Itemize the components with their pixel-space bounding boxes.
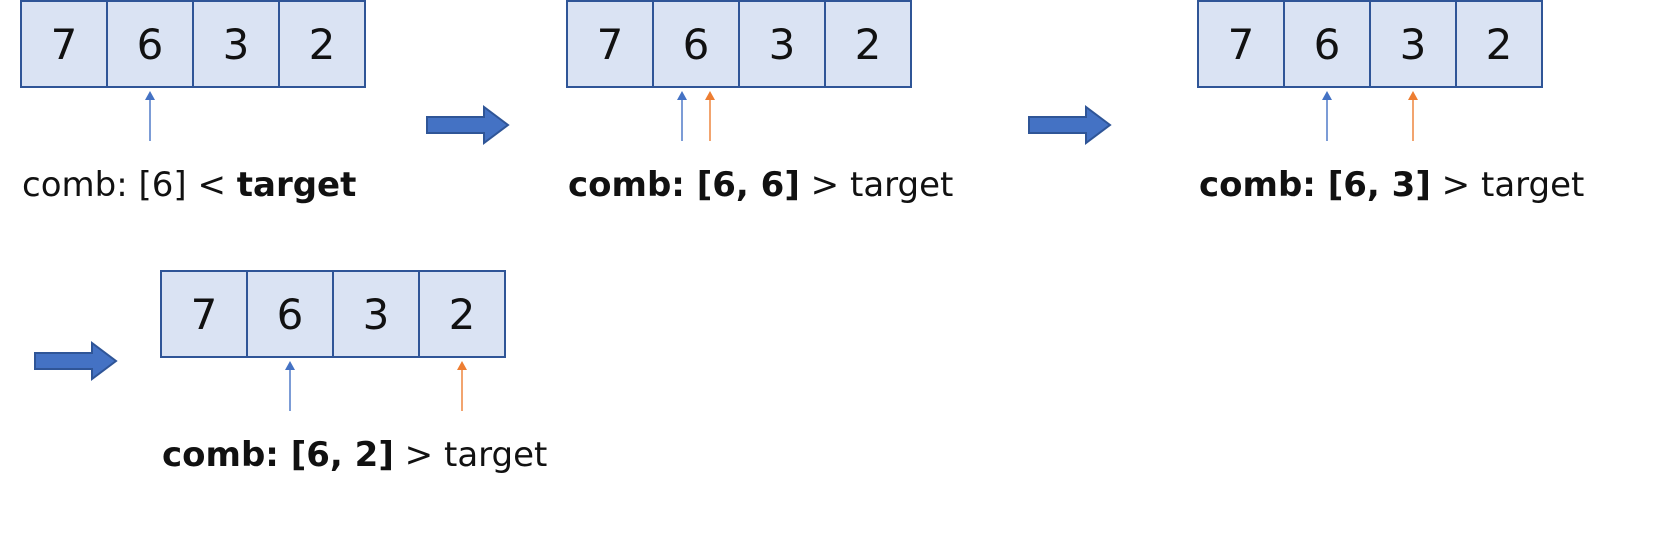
array-cell: 7: [20, 0, 108, 88]
array-cell: 2: [278, 0, 366, 88]
flow-arrow-icon: [34, 341, 118, 381]
caption-suffix: target: [443, 435, 548, 475]
array-cell: 2: [1455, 0, 1543, 88]
array-cells: 7 6 3 2: [1197, 0, 1543, 88]
pointer-arrow-orange-icon: [704, 90, 716, 142]
array-cell: 7: [566, 0, 654, 88]
array-cell: 2: [418, 270, 506, 358]
step-caption: comb: [6, 3] > target: [1199, 168, 1584, 202]
caption-prefix: comb: [6]: [22, 165, 187, 205]
caption-operator: <: [197, 165, 226, 205]
step-caption: comb: [6, 6] > target: [568, 168, 953, 202]
array-cell: 3: [1369, 0, 1457, 88]
caption-prefix: comb: [6, 6]: [568, 165, 800, 205]
caption-prefix: comb: [6, 2]: [162, 435, 394, 475]
array-cells: 7 6 3 2: [160, 270, 506, 358]
caption-suffix: target: [236, 165, 357, 205]
pointer-arrow-blue-icon: [676, 90, 688, 142]
step-caption: comb: [6, 2] > target: [162, 438, 547, 472]
array-cells: 7 6 3 2: [20, 0, 366, 88]
array-cell: 2: [824, 0, 912, 88]
array-cell: 3: [738, 0, 826, 88]
pointer-arrow-blue-icon: [144, 90, 156, 142]
array-cell: 3: [192, 0, 280, 88]
step-1: 7 6 3 2 comb: [6] < target: [20, 0, 380, 210]
array-cell: 7: [1197, 0, 1285, 88]
array-cell: 6: [106, 0, 194, 88]
step-4: 7 6 3 2 comb: [6, 2] > target: [160, 270, 547, 480]
pointer-arrow-orange-icon: [456, 360, 468, 412]
array-cell: 6: [1283, 0, 1371, 88]
array-cell: 6: [246, 270, 334, 358]
pointer-arrow-orange-icon: [1407, 90, 1419, 142]
array-cell: 7: [160, 270, 248, 358]
caption-operator: >: [810, 165, 840, 205]
array-cell: 3: [332, 270, 420, 358]
caption-operator: >: [1441, 165, 1471, 205]
array-cell: 6: [652, 0, 740, 88]
caption-suffix: target: [849, 165, 954, 205]
pointer-arrow-blue-icon: [1321, 90, 1333, 142]
array-cells: 7 6 3 2: [566, 0, 912, 88]
caption-operator: >: [404, 435, 434, 475]
caption-prefix: comb: [6, 3]: [1199, 165, 1431, 205]
caption-suffix: target: [1480, 165, 1585, 205]
step-caption: comb: [6] < target: [22, 168, 356, 202]
pointer-arrow-blue-icon: [284, 360, 296, 412]
step-2: 7 6 3 2 comb: [6, 6] > target: [566, 0, 953, 210]
step-3: 7 6 3 2 comb: [6, 3] > target: [1197, 0, 1584, 210]
flow-arrow-icon: [426, 105, 510, 145]
flow-arrow-icon: [1028, 105, 1112, 145]
